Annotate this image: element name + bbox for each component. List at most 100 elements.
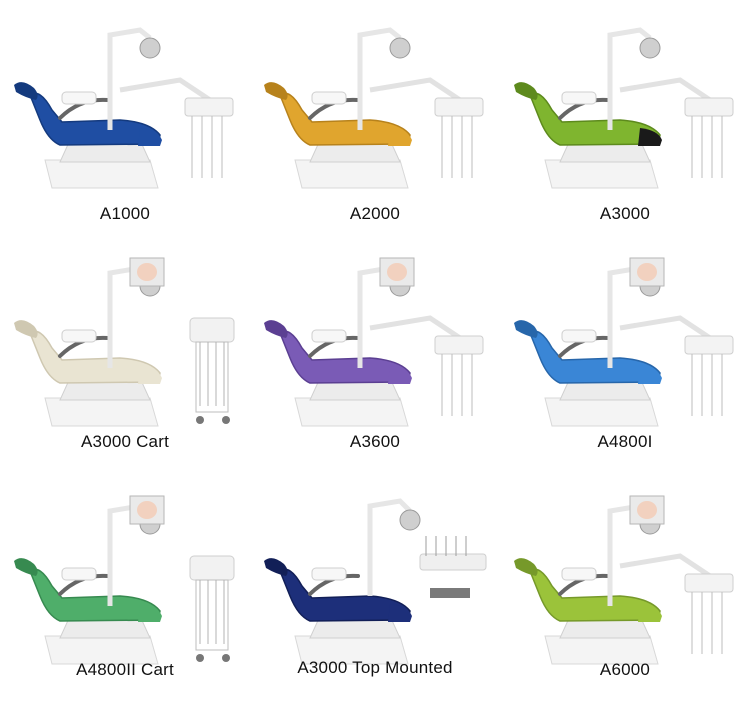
chair-base (544, 159, 659, 189)
chair-headrest (264, 558, 288, 576)
product-card: A3000 Cart (0, 238, 250, 476)
dental-unit-image (514, 27, 734, 189)
chair-headrest (14, 558, 38, 576)
leg-rest (388, 604, 412, 622)
chair-seat (29, 330, 161, 384)
cart-wheel (222, 416, 230, 424)
lamp-arm (357, 27, 402, 130)
instrument-arm (619, 553, 712, 579)
leg-rest (138, 128, 162, 146)
product-card: A6000 (500, 476, 750, 714)
cuspidor (61, 567, 97, 581)
chair-seat (29, 568, 161, 622)
product-card: A4800I (500, 238, 750, 476)
dental-unit-image (14, 257, 235, 427)
smile-photo (637, 263, 657, 281)
chair-headrest (514, 320, 538, 338)
product-label: A3000 (599, 204, 651, 223)
instrument-tray (434, 335, 484, 355)
chair-base (44, 397, 159, 427)
instrument-tray (434, 97, 484, 117)
lamp-arm (367, 498, 412, 596)
instrument-tray (184, 97, 234, 117)
leg-rest (388, 366, 412, 384)
product-card: A1000 (0, 0, 250, 238)
smile-photo (387, 263, 407, 281)
product-label: A6000 (599, 660, 651, 679)
chair-seat (529, 568, 661, 622)
smile-photo (637, 501, 657, 519)
top-mounted-tray (419, 553, 487, 571)
product-card: A3000 (500, 0, 750, 238)
instrument-arm (369, 77, 462, 103)
cuspidor (311, 329, 347, 343)
chair-base (294, 159, 409, 189)
product-label: A3600 (349, 432, 401, 451)
chair-headrest (264, 320, 288, 338)
chair-headrest (14, 82, 38, 100)
chair-seat (29, 92, 161, 146)
cart-tray (189, 555, 235, 581)
cart-frame (195, 341, 229, 413)
cuspidor (561, 567, 597, 581)
dental-unit-image (14, 27, 234, 189)
chair-seat (529, 330, 661, 384)
instrument-arm (619, 77, 712, 103)
cart-wheel (196, 654, 204, 662)
chair-base (294, 397, 409, 427)
cart-wheel (222, 654, 230, 662)
smile-photo (137, 501, 157, 519)
cart-wheel (196, 416, 204, 424)
instrument-tray (684, 97, 734, 117)
dental-unit-image (264, 257, 484, 427)
product-label: A3000 Top Mounted (297, 658, 453, 677)
product-card: A4800II Cart (0, 476, 250, 714)
operating-light (389, 37, 411, 59)
instrument-arm (119, 77, 212, 103)
chair-seat (279, 92, 411, 146)
cuspidor (311, 91, 347, 105)
product-label: A4800I (597, 432, 653, 451)
leg-rest (638, 366, 662, 384)
chair-seat (279, 330, 411, 384)
leg-rest (638, 604, 662, 622)
cart-tray (189, 317, 235, 343)
leg-rest (138, 366, 162, 384)
chair-headrest (514, 558, 538, 576)
operating-light (639, 37, 661, 59)
dental-unit-image (514, 257, 734, 427)
cart-frame (195, 579, 229, 651)
leg-rest (638, 128, 662, 146)
product-label: A4800II Cart (76, 660, 174, 679)
intraoral-monitor (629, 495, 665, 525)
leg-rest (388, 128, 412, 146)
chair-seat (279, 568, 411, 622)
dental-unit-image (264, 498, 487, 665)
leg-rest (138, 604, 162, 622)
product-card: A3600 (250, 238, 500, 476)
chair-headrest (14, 320, 38, 338)
dental-unit-image (264, 27, 484, 189)
cuspidor (61, 91, 97, 105)
chair-base (44, 159, 159, 189)
instrument-tray (684, 335, 734, 355)
dental-unit-image (14, 495, 235, 665)
lamp-arm (607, 27, 652, 130)
product-card: A3000 Top Mounted (250, 476, 500, 714)
cuspidor (61, 329, 97, 343)
product-label: A2000 (349, 204, 401, 223)
chair-headrest (514, 82, 538, 100)
instrument-arm (619, 315, 712, 341)
instrument-arm (369, 315, 462, 341)
product-label: A1000 (99, 204, 151, 223)
instrument-tray (684, 573, 734, 593)
chair-seat (529, 92, 661, 146)
operating-light (399, 509, 421, 531)
chair-base (544, 397, 659, 427)
chair-headrest (264, 82, 288, 100)
smile-photo (137, 263, 157, 281)
dental-unit-image (514, 495, 734, 665)
cuspidor (561, 91, 597, 105)
operating-light (139, 37, 161, 59)
